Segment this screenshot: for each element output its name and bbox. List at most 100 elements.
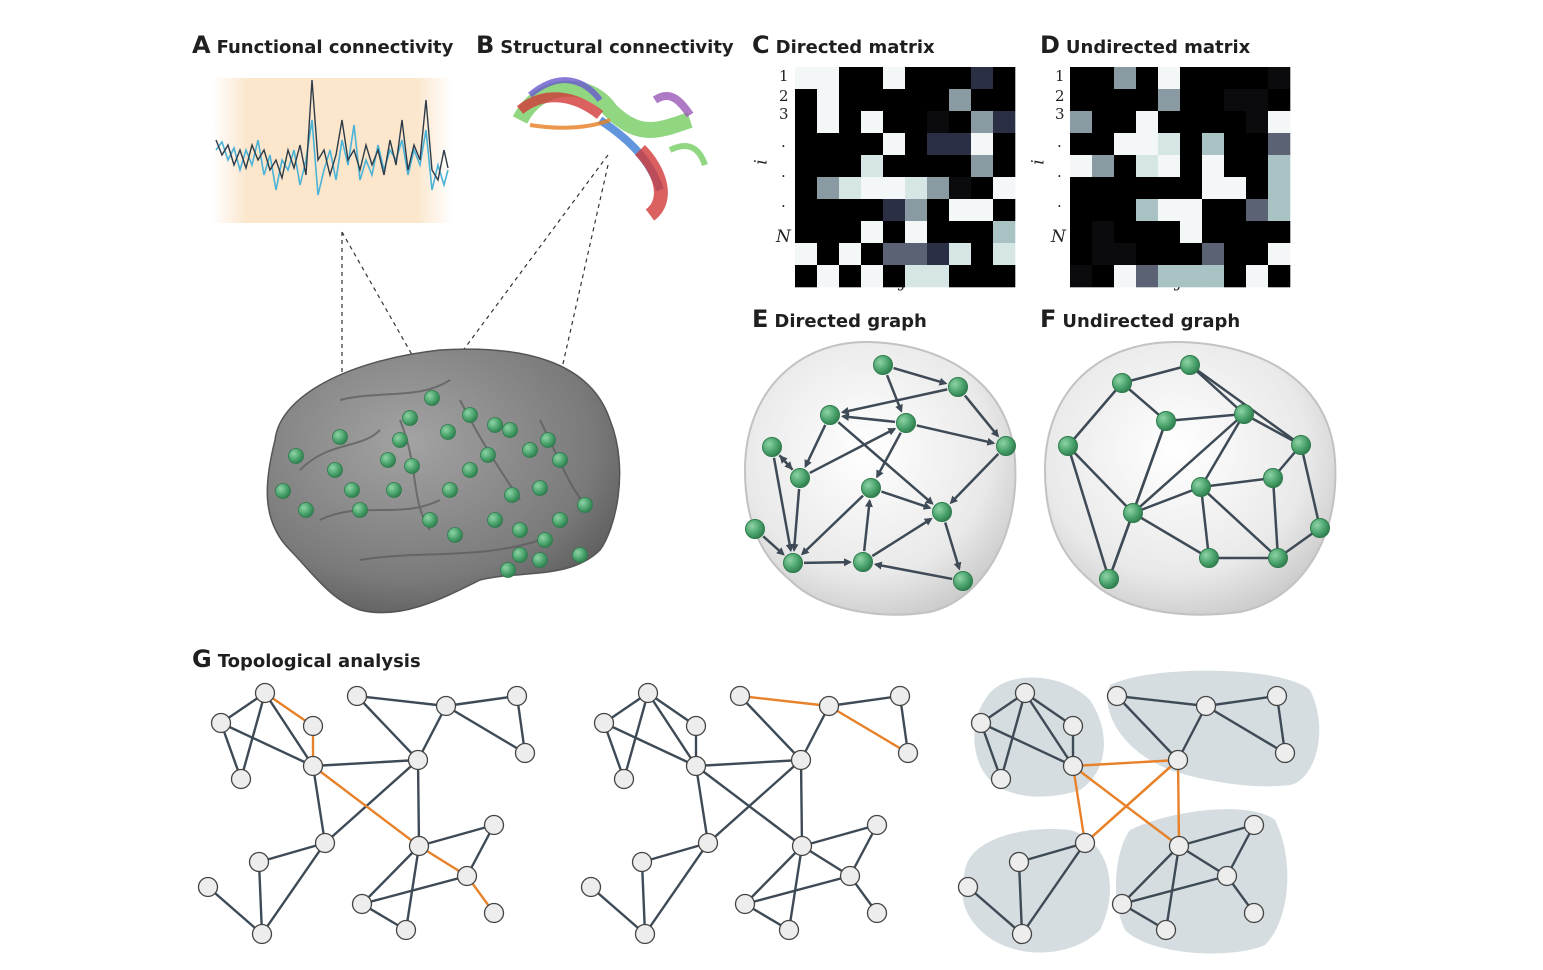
graph-g: [197, 670, 1320, 954]
matrix-cell: [927, 177, 950, 200]
matrix-cell: [1268, 89, 1291, 112]
matrix-d-row-n: N: [1051, 227, 1066, 247]
highlighted-edge: [739, 694, 830, 708]
matrix-cell: [905, 243, 928, 266]
topology-edge: [999, 692, 1027, 780]
brain-node-dot: [422, 512, 438, 528]
matrix-cell: [993, 243, 1016, 266]
lateral-brain: [266, 348, 621, 614]
matrix-cell: [1114, 221, 1137, 244]
matrix-cell: [1202, 243, 1225, 266]
matrix-cell: [1246, 199, 1269, 222]
undirected-brain: [1043, 340, 1337, 616]
topology-node: [346, 685, 368, 707]
matrix-cell: [993, 265, 1016, 288]
topology-node: [230, 768, 252, 790]
topology-edge: [1121, 845, 1180, 905]
matrix-cell: [839, 243, 862, 266]
topology-edge: [640, 861, 647, 935]
matrix-cell: [1114, 89, 1137, 112]
undirected-edge: [1066, 445, 1111, 580]
matrix-cell: [949, 155, 972, 178]
topology-node: [302, 755, 324, 777]
matrix-cell: [839, 111, 862, 134]
directed-edge: [916, 424, 996, 446]
matrix-cell: [883, 221, 906, 244]
matrix-cell: [1136, 89, 1159, 112]
panel-b-title: Structural connectivity: [500, 37, 734, 58]
brain-node-dot: [288, 448, 304, 464]
matrix-cell: [839, 67, 862, 90]
matrix-cell: [1158, 177, 1181, 200]
brain-node-dot: [392, 432, 408, 448]
matrix-cell: [1224, 199, 1247, 222]
topology-edge: [744, 874, 851, 906]
graph-node: [953, 571, 973, 591]
matrix-cell: [927, 133, 950, 156]
matrix-cell: [905, 265, 928, 288]
topology-node: [197, 876, 219, 898]
topology-node: [251, 923, 273, 945]
graph-node: [1180, 355, 1200, 375]
matrix-cell: [971, 89, 994, 112]
matrix-cell: [1246, 155, 1269, 178]
matrix-cell: [1180, 111, 1203, 134]
highlighted-edge: [1071, 765, 1087, 844]
matrix-cell: [927, 199, 950, 222]
topology-node: [1243, 902, 1265, 924]
matrix-cell: [1092, 265, 1115, 288]
highlighted-edge: [828, 704, 909, 755]
matrix-cell: [1224, 111, 1247, 134]
matrix-d-row-dot-1: .: [1057, 133, 1062, 151]
matrix-cell: [971, 155, 994, 178]
matrix-cell: [905, 67, 928, 90]
topology-node: [866, 902, 888, 924]
directed-edge: [873, 561, 953, 581]
matrix-cell: [1158, 265, 1181, 288]
topology-edge: [801, 823, 878, 848]
matrix-cell: [795, 243, 818, 266]
matrix-cell: [817, 199, 840, 222]
topology-edge: [1178, 823, 1255, 848]
topology-edge: [356, 694, 447, 708]
topology-edge: [418, 823, 495, 848]
graph-node: [996, 436, 1016, 456]
graph-node: [1058, 436, 1078, 456]
matrix-cell: [795, 133, 818, 156]
brain-node-dot: [537, 532, 553, 548]
undirected-edge: [1299, 444, 1322, 529]
directed-edge: [871, 517, 933, 558]
matrix-cell: [1114, 155, 1137, 178]
matrix-cell: [839, 155, 862, 178]
topology-edge: [695, 765, 803, 847]
matrix-cell: [1070, 67, 1093, 90]
topology-edge: [1116, 694, 1207, 708]
matrix-cell: [1202, 177, 1225, 200]
directed-edge: [779, 455, 794, 471]
matrix-cell: [1136, 177, 1159, 200]
matrix-cell: [949, 89, 972, 112]
topology-node: [314, 832, 336, 854]
matrix-cell: [993, 111, 1016, 134]
matrix-cell: [1180, 199, 1203, 222]
brain-node-dot: [344, 482, 360, 498]
topology-edge: [263, 692, 315, 767]
matrix-cell: [1224, 265, 1247, 288]
brain-node-dot: [532, 480, 548, 496]
brain-node-dot: [442, 482, 458, 498]
matrix-cell: [1114, 177, 1137, 200]
topology-node: [957, 876, 979, 898]
topology-node: [1111, 893, 1133, 915]
matrix-cell: [1158, 243, 1181, 266]
matrix-cell: [795, 89, 818, 112]
graph-node: [1156, 411, 1176, 431]
matrix-cell: [861, 111, 884, 134]
directed-edge: [963, 394, 1000, 438]
undirected-edge: [1132, 413, 1245, 514]
topology-node: [685, 715, 707, 737]
matrix-cell: [1092, 111, 1115, 134]
matrix-cell: [883, 243, 906, 266]
topology-edge: [257, 861, 264, 935]
